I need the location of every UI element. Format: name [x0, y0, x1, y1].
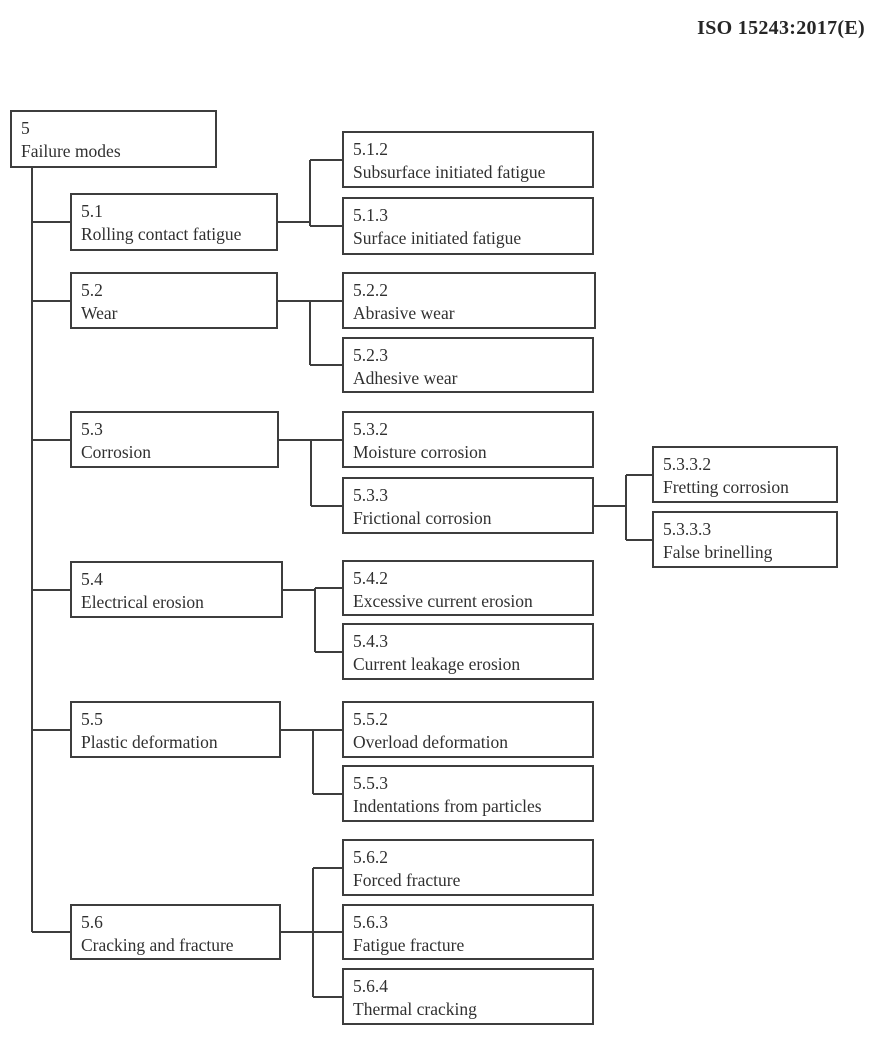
node-number: 5.6 [81, 912, 103, 932]
node-number: 5.1.2 [353, 139, 388, 159]
node-label: Adhesive wear [353, 368, 458, 388]
node-label: Current leakage erosion [353, 654, 521, 674]
node-number: 5.6.2 [353, 847, 388, 867]
node-label: Excessive current erosion [353, 591, 533, 611]
node-number: 5.3.3.3 [663, 519, 712, 539]
document-reference: ISO 15243:2017(E) [697, 17, 865, 39]
node-number: 5.3.3.2 [663, 454, 712, 474]
node-number: 5.1.3 [353, 205, 388, 225]
node-label: Overload deformation [353, 732, 509, 752]
node-label: Thermal cracking [353, 999, 477, 1019]
node-number: 5.4 [81, 569, 103, 589]
node-label: Forced fracture [353, 870, 461, 890]
node-number: 5 [21, 118, 30, 138]
node-number: 5.2.2 [353, 280, 388, 300]
node-label: Surface initiated fatigue [353, 228, 522, 248]
node-label: Moisture corrosion [353, 442, 487, 462]
node-label: Frictional corrosion [353, 508, 492, 528]
node-number: 5.5.3 [353, 773, 388, 793]
node-label: Indentations from particles [353, 796, 542, 816]
node-label: Failure modes [21, 141, 121, 161]
node-number: 5.6.3 [353, 912, 388, 932]
node-label: Electrical erosion [81, 592, 204, 612]
node-label: Wear [81, 303, 118, 323]
node-number: 5.2 [81, 280, 103, 300]
node-number: 5.6.4 [353, 976, 388, 996]
node-number: 5.3.2 [353, 419, 388, 439]
node-number: 5.5.2 [353, 709, 388, 729]
node-label: Fretting corrosion [663, 477, 789, 497]
node-label: Rolling contact fatigue [81, 224, 242, 244]
node-number: 5.2.3 [353, 345, 388, 365]
node-label: Abrasive wear [353, 303, 455, 323]
node-number: 5.3 [81, 419, 103, 439]
node-label: False brinelling [663, 542, 773, 562]
node-number: 5.5 [81, 709, 103, 729]
node-number: 5.4.3 [353, 631, 388, 651]
node-number: 5.3.3 [353, 485, 388, 505]
node-label: Cracking and fracture [81, 935, 234, 955]
node-label: Fatigue fracture [353, 935, 465, 955]
node-label: Corrosion [81, 442, 151, 462]
node-label: Plastic deformation [81, 732, 218, 752]
node-number: 5.4.2 [353, 568, 388, 588]
node-label: Subsurface initiated fatigue [353, 162, 546, 182]
node-number: 5.1 [81, 201, 103, 221]
